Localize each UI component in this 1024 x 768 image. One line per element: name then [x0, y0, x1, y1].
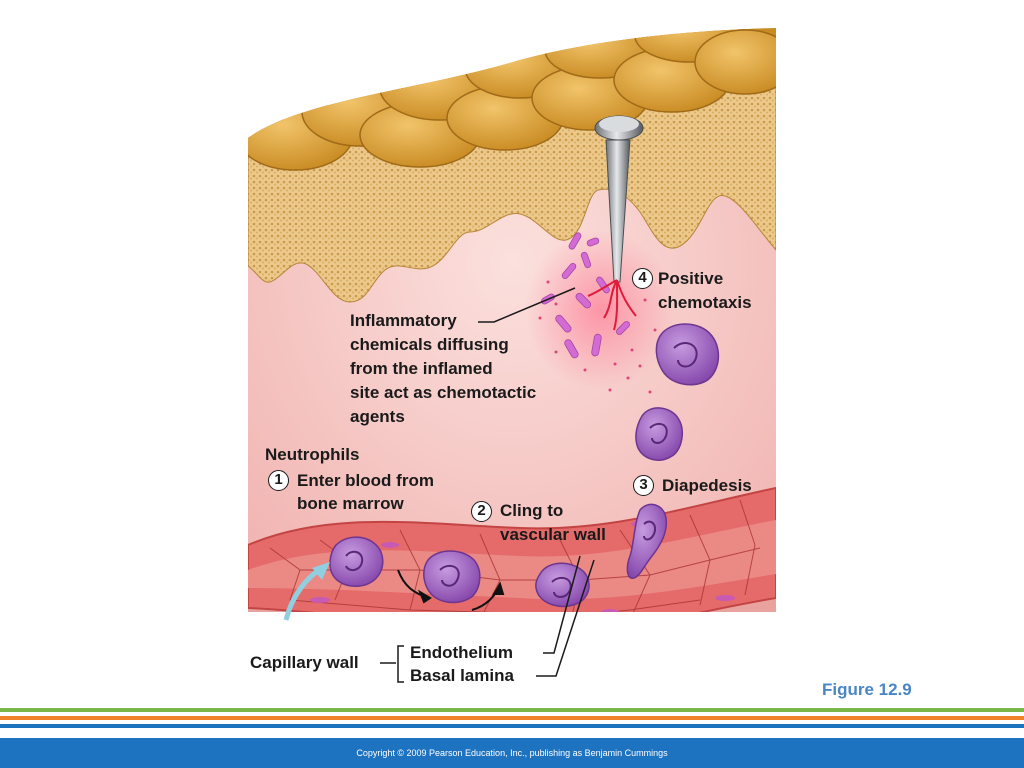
chemicals-label-line3: from the inflamed [350, 359, 493, 378]
neutrophils-heading: Neutrophils [265, 445, 360, 464]
diffusing-chemicals [541, 232, 630, 359]
wound-lines [587, 279, 637, 331]
epidermis-layer [248, 59, 776, 303]
chemicals-label-line4: site act as chemotactic [350, 383, 537, 402]
step-1-line1: Enter blood from [297, 471, 434, 490]
chemicals-label-line5: agents [350, 407, 405, 426]
chemicals-label-line2: chemicals diffusing [350, 335, 509, 354]
diapedesis-label: Diapedesis [662, 476, 752, 495]
neutrophil-cell-icon [635, 407, 684, 461]
neutrophil-cell-icon [626, 503, 668, 579]
nail-icon [594, 115, 644, 283]
positive-chemotaxis-line2: chemotaxis [658, 293, 752, 312]
footer-stripes [0, 708, 1024, 728]
footer-bar [0, 738, 1024, 768]
inflammation-glow [525, 230, 675, 390]
neutrophil-cell-icon [655, 323, 720, 386]
curved-arrow-icon [397, 569, 505, 611]
neutrophil-cell-icon [423, 550, 481, 604]
step-2-line1: Cling to [500, 501, 564, 520]
step-1-number: 1 [268, 470, 289, 491]
step-2-line2: vascular wall [500, 525, 606, 544]
step-3-number: 3 [633, 475, 654, 496]
curved-arrow-icon [283, 562, 330, 621]
positive-chemotaxis-line1: Positive [658, 269, 724, 288]
neutrophil-cell-icon [329, 536, 384, 587]
figure-label: Figure 12.9 [822, 680, 912, 699]
step-4-number: 4 [632, 268, 653, 289]
basal-lamina-label: Basal lamina [410, 666, 514, 685]
endothelium-label: Endothelium [410, 643, 513, 662]
capillary-wall-label: Capillary wall [250, 653, 359, 672]
step-1-line2: bone marrow [297, 494, 404, 513]
copyright-text: Copyright © 2009 Pearson Education, Inc.… [356, 748, 668, 758]
leader-lines [380, 287, 595, 683]
chemicals-label-line1: Inflammatory [350, 311, 457, 330]
step-2-number: 2 [471, 501, 492, 522]
chemical-dots [538, 280, 670, 422]
